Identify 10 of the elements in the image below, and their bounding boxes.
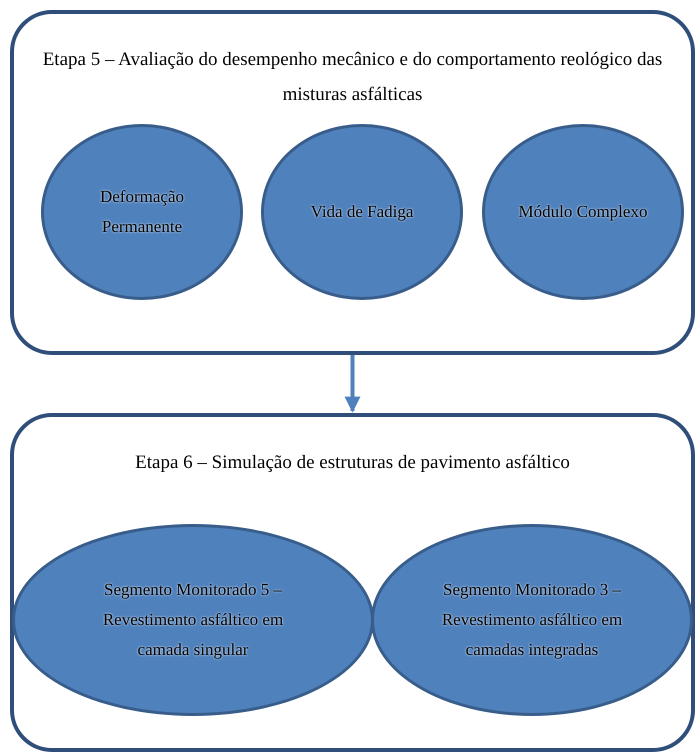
topic-label: Deformação Permanente: [98, 186, 185, 238]
topic-label: Módulo Complexo: [518, 201, 648, 223]
stage-panel: [10, 413, 695, 752]
stage-title: Etapa 6 – Simulação de estruturas de pavimento asfáltico: [134, 451, 571, 475]
stage-panel: [10, 10, 695, 355]
topic-label: Vida de Fadiga: [310, 201, 414, 223]
stage-title: Etapa 5 – Avaliação do desempenho mecânico e do comportamento reológico das misturas asfálticas: [42, 48, 664, 107]
arrow: [344, 355, 360, 413]
topic-label: Segmento Monitorado 3 – Revestimento asfáltico em camadas integradas: [440, 579, 624, 661]
topic-label: Segmento Monitorado 5 – Revestimento asfáltico em camada singular: [102, 579, 284, 661]
